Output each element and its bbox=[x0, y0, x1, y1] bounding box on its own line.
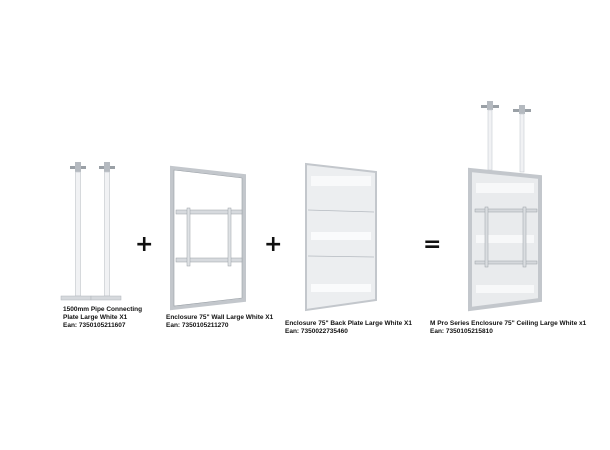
plus-operator-1: + bbox=[135, 232, 154, 257]
caption-wall-line1: Enclosure 75" Wall Large White X1 bbox=[166, 314, 274, 321]
caption-ceiling-line1: M Pro Series Enclosure 75" Ceiling Large… bbox=[430, 320, 587, 327]
plus-operator-2: + bbox=[264, 232, 283, 257]
equals-operator: = bbox=[423, 232, 442, 257]
caption-pipe-ean: Ean: 7350105211607 bbox=[63, 322, 126, 329]
product-back-plate bbox=[290, 160, 400, 315]
caption-pipe-line1: 1500mm Pipe Connecting bbox=[63, 306, 143, 313]
caption-ceiling-ean: Ean: 7350105215810 bbox=[430, 328, 493, 335]
caption-pipe-line2: Plate Large White X1 bbox=[63, 314, 128, 321]
ceiling-enclosure-image bbox=[468, 101, 542, 312]
caption-ceiling-enclosure: M Pro Series Enclosure 75" Ceiling Large… bbox=[430, 320, 586, 336]
caption-wall-ean: Ean: 7350105211270 bbox=[166, 322, 229, 329]
product-ceiling-enclosure bbox=[455, 95, 570, 315]
pipe-image bbox=[60, 162, 122, 301]
caption-pipe: 1500mm Pipe Connecting Plate Large White… bbox=[63, 306, 142, 330]
caption-back-plate: Enclosure 75" Back Plate Large White X1 … bbox=[285, 320, 412, 336]
caption-backplate-line1: Enclosure 75" Back Plate Large White X1 bbox=[285, 320, 412, 327]
product-wall-enclosure bbox=[160, 160, 270, 311]
caption-wall-enclosure: Enclosure 75" Wall Large White X1 Ean: 7… bbox=[166, 314, 273, 330]
caption-backplate-ean: Ean: 7350022735460 bbox=[285, 328, 348, 335]
back-plate-image bbox=[305, 162, 377, 312]
wall-enclosure-image bbox=[170, 165, 246, 311]
product-pipe bbox=[55, 160, 135, 310]
